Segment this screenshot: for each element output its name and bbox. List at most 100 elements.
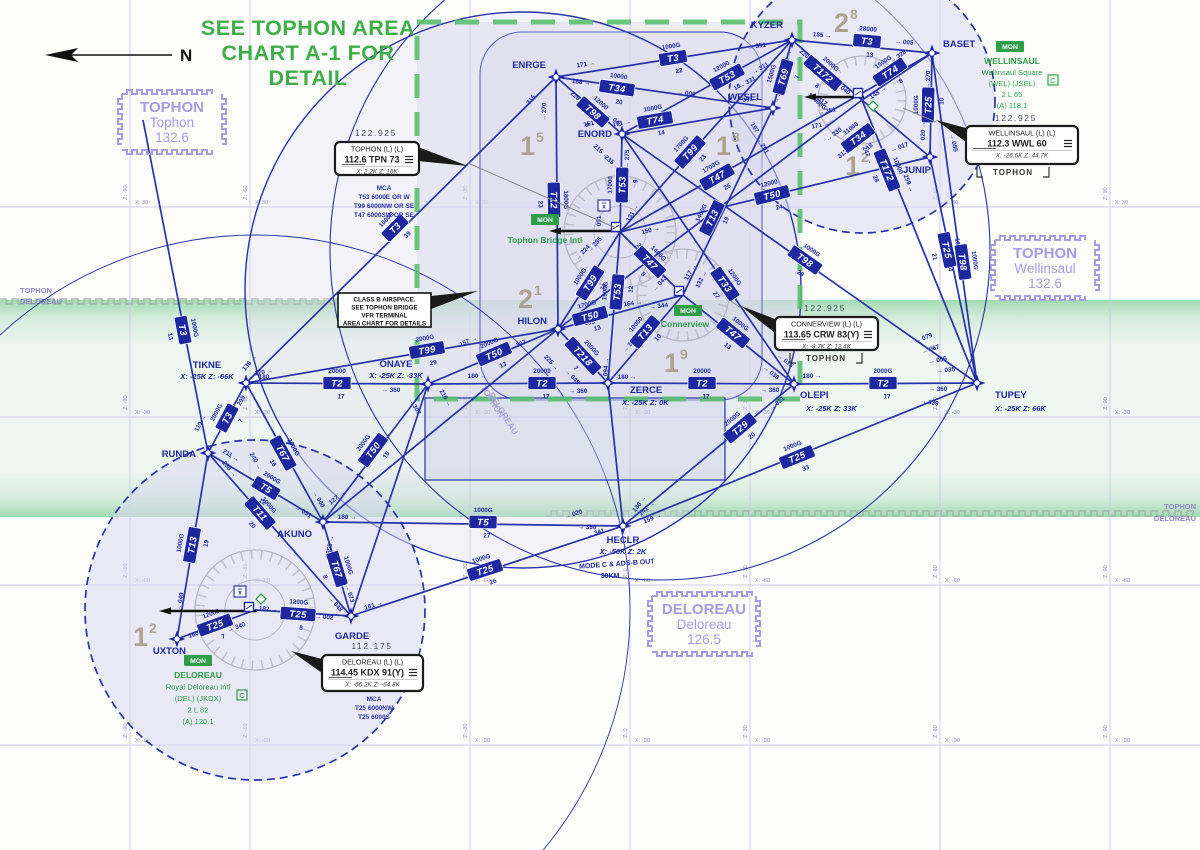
badge-altitude: 20000 xyxy=(533,368,551,375)
badge-distance: 23 xyxy=(698,153,708,163)
bearing-label: → 049 xyxy=(175,592,185,612)
badge-distance: 13 xyxy=(866,52,874,60)
bearing-label: → 275 xyxy=(624,149,631,168)
connerview-navaid-coords: X: -8.7K Z: 12.4K xyxy=(801,344,852,351)
connerview-airport-icon-runway xyxy=(675,288,683,294)
badge-box xyxy=(279,606,317,622)
grid-coordinate-label: X: -60 xyxy=(755,578,770,584)
north-arrow-head-icon xyxy=(45,48,78,62)
sector-number: 1 xyxy=(664,348,679,378)
waypoint-center xyxy=(555,326,561,332)
badge-distance: 27 xyxy=(483,533,491,540)
waypoint-UXTON xyxy=(168,630,186,648)
waypoint-name-HILON: HILON xyxy=(517,316,547,327)
royal-deloreau-mca-line: T25 6000S xyxy=(358,714,390,721)
grid-coordinate-label: Z: 30 xyxy=(743,725,749,738)
grid-coordinate-label: Z: 90 xyxy=(1103,565,1109,578)
wellinsaul-square-navaid-freq: 112.3 WWL 60 xyxy=(987,139,1046,149)
badge-box xyxy=(687,376,717,390)
wellinsaul-square-class-c-label: C xyxy=(1050,76,1056,85)
badge-route-id: T2 xyxy=(877,378,889,389)
badge-box xyxy=(920,86,936,124)
waypoint-name-ENRGE: ENRGE xyxy=(512,60,546,71)
badge-box xyxy=(715,317,751,349)
waypoint-name-OLEPI: OLEPI xyxy=(800,390,829,401)
wellinsaul-square-compass-rose xyxy=(817,55,907,145)
connerview-leader-line xyxy=(730,300,742,309)
royal-deloreau-info-line: (A) 120.1 xyxy=(182,717,213,726)
royal-deloreau-class-c-badge xyxy=(236,689,248,701)
waypoint-HILON xyxy=(549,320,567,338)
badge-altitude: 1000G xyxy=(643,104,663,114)
class-b-note-flag-icon xyxy=(431,291,478,309)
badge-route-id: T13 xyxy=(186,535,200,555)
sector-number: 2 xyxy=(834,8,849,38)
stamp-deloreau-border xyxy=(652,651,753,657)
badge-box xyxy=(357,432,389,468)
badge-distance: 13 xyxy=(722,341,732,351)
waypoint-ZERCE xyxy=(599,374,617,392)
grid-coordinate-label: X: -90 xyxy=(945,738,960,744)
airspace-circle-2 xyxy=(728,0,996,234)
waypoint-center xyxy=(791,381,797,387)
badge-altitude: 20000 xyxy=(328,368,346,375)
badge-distance: 17 xyxy=(883,394,891,401)
badge-distance: 20 xyxy=(247,520,257,530)
badge-distance: 7 xyxy=(237,417,245,424)
bearing-label: → 351 xyxy=(747,42,767,52)
airway-JUNIP-TUPEY xyxy=(929,156,978,384)
connerview-name: Connerview xyxy=(661,319,710,329)
royal-deloreau-navaid-name: DELOREAU (L) (L) xyxy=(342,658,403,667)
royal-deloreau-info-line: 2 L 82 xyxy=(188,706,209,715)
waypoint-coords-OLEPI: X: -25K Z: 33K xyxy=(805,404,857,413)
badge-box xyxy=(196,613,234,637)
royal-deloreau-info-line: Royal Deloreau Intl xyxy=(166,683,231,692)
badge-altitude: 1500G xyxy=(766,64,778,84)
bearing-label: 150 → xyxy=(641,225,661,236)
class-b-shelf-area xyxy=(424,397,726,481)
bearing-label: 151 → xyxy=(583,118,602,128)
bearing-label: → 055 xyxy=(928,355,948,366)
badge-distance: 20 xyxy=(615,98,623,106)
bearing-label: → 035 xyxy=(936,366,956,375)
tophon-bridge-mca-line: T99 6000NW OR SE xyxy=(354,203,415,210)
bearing-label: 188 → xyxy=(572,78,591,88)
stamp-tophon-border xyxy=(122,149,213,155)
bearing-label: → 351 xyxy=(734,95,754,105)
waypoint-WESEL xyxy=(764,99,782,117)
badge-route-id: T3 xyxy=(176,323,189,337)
stamp-tophon-sub: Tophon xyxy=(150,115,194,130)
connerview-navaid-name: CONNERVIEW (L) (L) xyxy=(791,320,862,329)
grid-coordinate-label: Z: 60 xyxy=(933,397,939,410)
waypoint-center xyxy=(348,613,354,619)
airway-AKUNO-HILON xyxy=(322,328,559,523)
badge-distance: 17 xyxy=(542,394,550,401)
badge-distance: 18 xyxy=(865,142,875,152)
badge-route-id: T2 xyxy=(331,378,343,389)
waypoint-ENORD xyxy=(613,125,631,143)
badge-route-id: T3 xyxy=(220,410,235,426)
waypoint-name-JUNIP: JUNIP xyxy=(903,165,932,176)
stamp-wellinsaul-border xyxy=(1094,240,1100,291)
badge-distance: 22 xyxy=(675,67,684,75)
airway-BASET-TUPEY xyxy=(931,52,978,384)
grid-coordinate-label: X: -90 xyxy=(755,738,770,744)
badge-distance: 24 xyxy=(946,264,954,272)
waypoint-RUNDA xyxy=(199,444,217,462)
sector-number-sup: 2 xyxy=(149,620,157,636)
airway-WS-TUPEY xyxy=(861,99,978,384)
sector-number: 1 xyxy=(845,151,860,181)
wellinsaul-square-runway-arrow-icon xyxy=(804,93,816,101)
wellinsaul-square-info-line: (A) 118.1 xyxy=(997,101,1028,110)
waypoint-name-ZERCE: ZERCE xyxy=(630,385,662,396)
wellinsaul-square-navaid-box xyxy=(964,124,1080,166)
badge-box xyxy=(698,199,726,237)
badge-route-id: T74 xyxy=(646,114,666,128)
